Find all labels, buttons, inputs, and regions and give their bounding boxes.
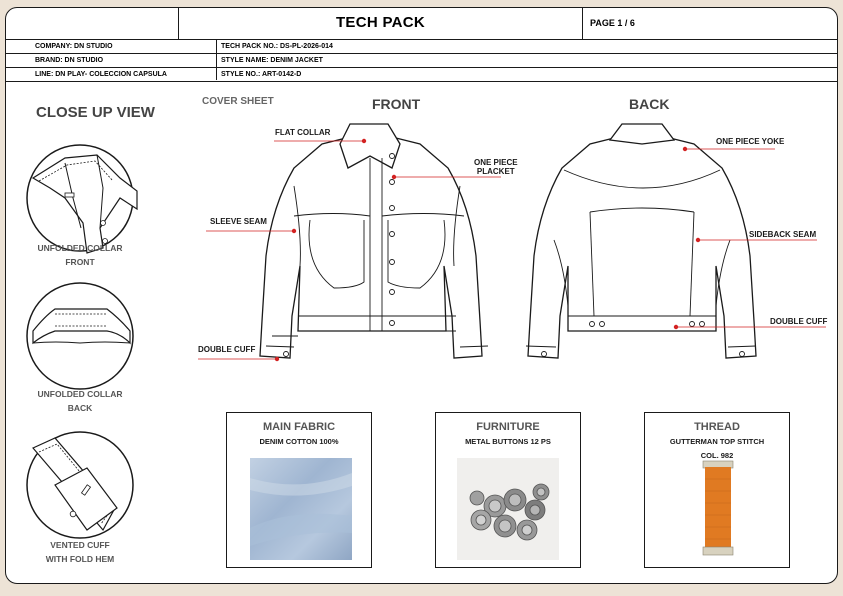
material-subtitle: GUTTERMAN TOP STITCH xyxy=(669,437,765,446)
info-divider xyxy=(216,39,217,80)
close-up-title: CLOSE UP VIEW xyxy=(36,104,155,121)
material-title: FURNITURE xyxy=(476,421,540,433)
header-row: TECH PACK PAGE 1 / 6 xyxy=(6,8,837,40)
info-row-3: LINE: DN PLAY- COLECCION CAPSULA STYLE N… xyxy=(6,68,837,82)
closeup-caption-collar-back: UNFOLDED COLLAR BACK xyxy=(35,387,125,415)
caption-line: BACK xyxy=(67,403,93,413)
callout-sideback-seam: SIDEBACK SEAM xyxy=(749,230,817,239)
material-title: THREAD xyxy=(694,421,740,433)
style-name-field: STYLE NAME: DENIM JACKET xyxy=(221,57,323,64)
callout-leader-lines xyxy=(198,138,826,362)
caption-line: FRONT xyxy=(65,257,95,267)
style-no-field: STYLE NO.: ART-0142-D xyxy=(221,71,302,78)
callout-line: PLACKET xyxy=(476,167,515,176)
callout-one-piece-placket: ONE PIECE PLACKET xyxy=(474,158,518,176)
callout-double-cuff-front: DOUBLE CUFF xyxy=(198,345,256,354)
front-jacket-drawing xyxy=(259,123,489,359)
caption-line: VENTED CUFF xyxy=(50,540,110,550)
closeup-caption-vented-cuff: VENTED CUFF WITH FOLD HEM xyxy=(35,538,125,566)
back-jacket-drawing xyxy=(525,123,757,359)
thread-spool-photo xyxy=(702,460,734,556)
main-fabric-box: MAIN FABRIC DENIM COTTON 100% xyxy=(226,412,372,568)
tech-pack-sheet: TECH PACK PAGE 1 / 6 COMPANY: DN STUDIO … xyxy=(5,7,838,584)
caption-line: UNFOLDED COLLAR xyxy=(37,243,123,253)
material-subtitle: DENIM COTTON 100% xyxy=(259,437,339,446)
line-field: LINE: DN PLAY- COLECCION CAPSULA xyxy=(35,71,167,78)
company-field: COMPANY: DN STUDIO xyxy=(35,43,113,50)
material-color-code: COL. 982 xyxy=(700,451,734,460)
callout-flat-collar: FLAT COLLAR xyxy=(275,128,331,137)
page-number: PAGE 1 / 6 xyxy=(590,18,635,28)
material-subtitle: METAL BUTTONS 12 PS xyxy=(465,437,551,446)
back-view-title: BACK xyxy=(629,96,670,112)
front-view-title: FRONT xyxy=(372,96,421,112)
thread-box: THREAD GUTTERMAN TOP STITCH COL. 982 xyxy=(644,412,790,568)
cover-sheet-label: COVER SHEET xyxy=(202,96,274,107)
callout-line: ONE PIECE xyxy=(474,158,518,167)
callout-one-piece-yoke: ONE PIECE YOKE xyxy=(716,137,785,146)
page-title: TECH PACK xyxy=(178,8,583,39)
brand-field: BRAND: DN STUDIO xyxy=(35,57,104,64)
tech-pack-no-field: TECH PACK NO.: DS-PL-2026-014 xyxy=(221,43,333,50)
closeup-caption-collar-front: UNFOLDED COLLAR FRONT xyxy=(35,241,125,269)
caption-line: WITH FOLD HEM xyxy=(45,554,115,564)
denim-swatch xyxy=(250,458,352,560)
collar-front-closeup-drawing xyxy=(26,144,138,254)
collar-back-closeup-drawing xyxy=(26,282,134,390)
callout-double-cuff-back: DOUBLE CUFF xyxy=(770,317,828,326)
info-row-2: BRAND: DN STUDIO STYLE NAME: DENIM JACKE… xyxy=(6,54,837,68)
furniture-box: FURNITURE METAL BUTTONS 12 PS xyxy=(435,412,581,568)
caption-line: UNFOLDED COLLAR xyxy=(37,389,123,399)
callout-sleeve-seam: SLEEVE SEAM xyxy=(210,217,267,226)
metal-buttons-photo xyxy=(457,458,559,560)
vented-cuff-closeup-drawing xyxy=(26,431,134,539)
material-title: MAIN FABRIC xyxy=(262,421,336,433)
info-row-1: COMPANY: DN STUDIO TECH PACK NO.: DS-PL-… xyxy=(6,40,837,54)
